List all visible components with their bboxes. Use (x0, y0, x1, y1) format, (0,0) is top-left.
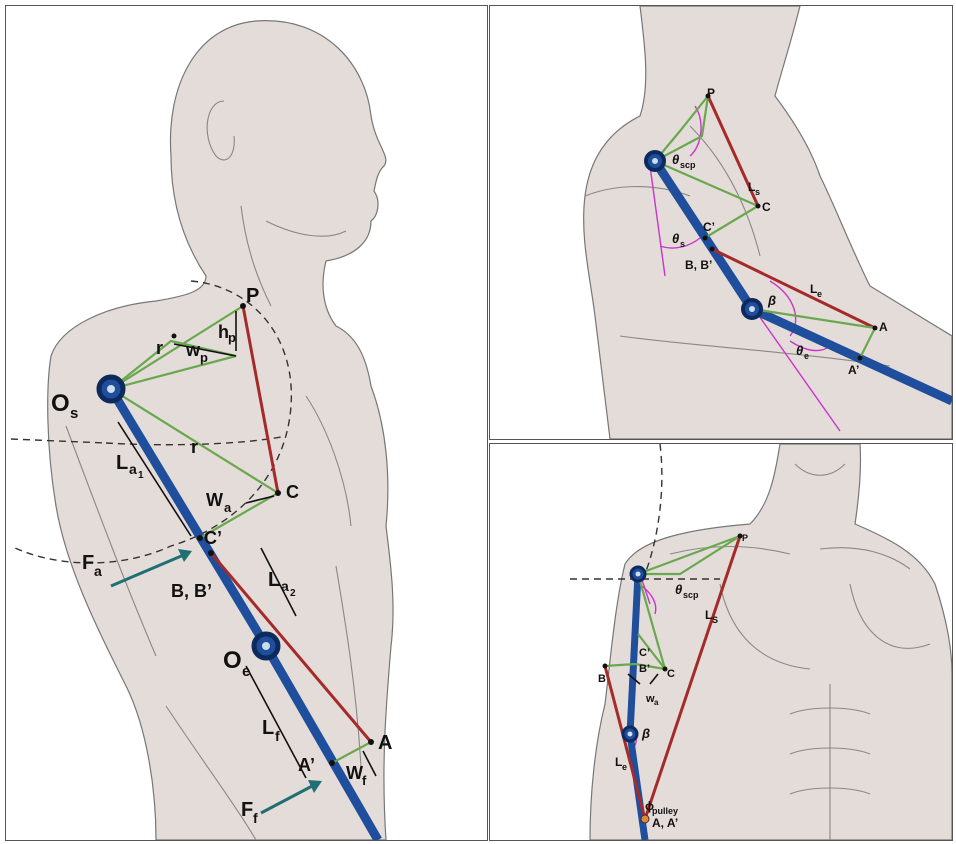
label-phi-sub: pulley (652, 806, 678, 816)
label-Ls-sub: s (755, 187, 760, 197)
label-P: P (246, 285, 259, 307)
label-C: C (286, 482, 299, 502)
bottom-right-panel-front-view: P θ scp L S C’ B B’ C w a β L e ϕ pulley… (489, 443, 953, 841)
label-Oe-sub: e (242, 663, 250, 680)
bottom-right-diagram: P θ scp L S C’ B B’ C w a β L e ϕ pulley… (490, 444, 952, 840)
label-W-sub: a (224, 500, 232, 515)
label-w: w (185, 340, 201, 360)
point-Aprime (858, 356, 863, 361)
point-B (710, 247, 715, 252)
label-beta: β (641, 726, 650, 741)
label-L2-sub: a (281, 578, 289, 594)
label-L2-subsub: 2 (290, 588, 296, 599)
left-panel-side-view: P h p r w p O s r L a 1 W a C C’ F a B, … (5, 5, 488, 841)
point-A (873, 326, 878, 331)
label-Le-sub: e (817, 289, 822, 299)
point-r (172, 334, 177, 339)
label-theta-scp-sub: scp (683, 590, 699, 600)
label-theta-scp: θ (675, 582, 682, 597)
point-Cprime (197, 535, 203, 541)
body-silhouette (48, 21, 393, 840)
label-h-sub: p (228, 330, 236, 345)
label-Le-sub: e (622, 762, 627, 772)
label-L2: L (268, 569, 280, 591)
label-A: A, A’ (652, 816, 678, 830)
label-C: C (762, 200, 771, 214)
label-C-prime: C’ (703, 220, 715, 234)
label-beta: β (767, 293, 776, 308)
label-Ff: F (241, 799, 253, 821)
point-A (368, 739, 374, 745)
label-Ff-sub: f (253, 810, 258, 826)
pulley-point (641, 815, 649, 823)
label-theta-scp-sub: scp (680, 160, 696, 170)
label-L-sub: a (129, 461, 137, 477)
label-O-sub: s (70, 405, 78, 422)
label-L: L (116, 452, 128, 474)
label-C-prime: C’ (639, 647, 650, 659)
label-theta-scp: θ (672, 152, 679, 167)
label-W: W (206, 490, 223, 510)
label-Lf: L (262, 717, 274, 739)
label-P: P (707, 86, 715, 100)
point-B (208, 550, 214, 556)
label-Wf-sub: f (362, 773, 367, 788)
label-theta-e-sub: e (804, 351, 809, 361)
label-O: O (51, 390, 70, 417)
point-Aprime (329, 760, 335, 766)
label-C: C (667, 668, 675, 680)
label-A: A (378, 732, 392, 754)
label-F-sub: a (94, 563, 102, 579)
left-diagram: P h p r w p O s r L a 1 W a C C’ F a B, … (6, 6, 487, 840)
label-A-prime: A’ (848, 363, 859, 377)
label-P: P (742, 533, 748, 543)
label-B: B, B’ (685, 258, 712, 272)
label-w-sub: p (200, 350, 208, 365)
point-C (275, 490, 281, 496)
label-B: B, B’ (171, 581, 212, 601)
point-Cprime (703, 236, 708, 241)
label-Ls-sub: S (712, 615, 718, 625)
label-Oe: O (223, 647, 242, 674)
label-theta-s-sub: s (680, 239, 685, 249)
label-B: B (598, 673, 606, 685)
label-B-prime: B’ (639, 663, 650, 675)
label-Wf: W (346, 763, 363, 783)
label-L-subsub: 1 (138, 470, 144, 481)
label-w-sub: a (654, 698, 659, 707)
top-right-diagram: P θ scp L s C C’ θ s B, B’ L e β A θ e A… (490, 6, 952, 439)
label-theta-e: θ (796, 343, 803, 358)
label-A: A (879, 320, 888, 334)
top-right-panel-raised-arm: P θ scp L s C C’ θ s B, B’ L e β A θ e A… (489, 5, 953, 440)
point-C (756, 204, 761, 209)
label-F: F (82, 552, 94, 574)
label-C-prime: C’ (204, 528, 222, 548)
label-r-top: r (156, 338, 163, 358)
label-r-mid: r (191, 437, 198, 457)
point-B (603, 664, 608, 669)
label-Lf-sub: f (275, 728, 280, 744)
label-A-prime: A’ (298, 755, 315, 775)
label-theta-s: θ (672, 231, 679, 246)
